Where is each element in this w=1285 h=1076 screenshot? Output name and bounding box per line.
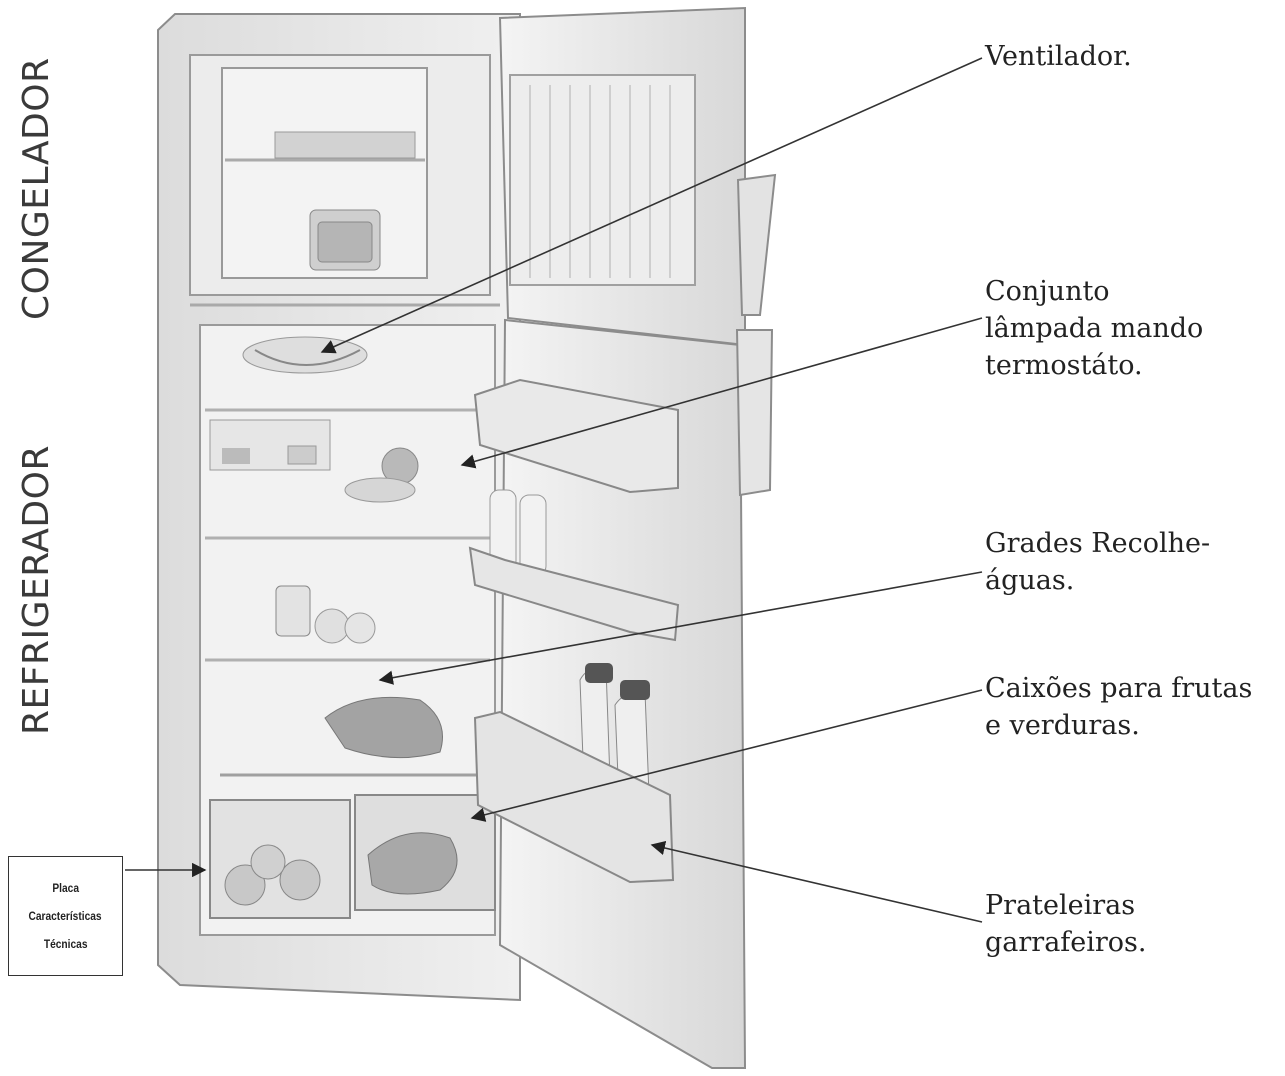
callout-grades-line-1: Grades Recolhe- (985, 528, 1211, 559)
callout-prateleiras-line-1: Prateleiras (985, 890, 1136, 921)
callout-conjunto-line-3: termostáto. (985, 350, 1143, 381)
placa-line-1: Placa (52, 881, 79, 895)
callout-prateleiras-line-2: garrafeiros. (985, 927, 1147, 958)
callout-ventilador-line-1: Ventilador. (985, 41, 1132, 72)
callout-conjunto-lampada: Conjunto lâmpada mando termostáto. (985, 273, 1203, 384)
freezer-compartment (221, 67, 428, 279)
callout-conjunto-line-2: lâmpada mando (985, 313, 1204, 344)
callout-caixoes-line-1: Caixões para frutas (985, 673, 1253, 704)
callout-caixoes-line-2: e verduras. (985, 710, 1140, 741)
freezer-door (498, 6, 777, 347)
callout-prateleiras-garrafeiros: Prateleiras garrafeiros. (985, 887, 1147, 961)
placa-caracteristicas-box: Placa Características Técnicas (8, 856, 123, 976)
fridge-section-label: REFRIGERADOR (16, 445, 57, 735)
leader-line-ventilador (320, 57, 983, 354)
callout-grades-line-2: águas. (985, 565, 1075, 596)
leader-line-grades (378, 571, 983, 685)
callout-grades-recolhe-aguas: Grades Recolhe- águas. (985, 525, 1210, 599)
callout-ventilador: Ventilador. (985, 38, 1132, 75)
leader-lines (125, 57, 983, 923)
callout-caixoes-frutas: Caixões para frutas e verduras. (985, 670, 1252, 744)
leader-line-conjunto (460, 317, 983, 469)
placa-line-3: Técnicas (43, 937, 88, 951)
leader-line-caixoes (470, 689, 983, 822)
callout-conjunto-line-1: Conjunto (985, 276, 1110, 307)
fridge-interior (205, 336, 496, 919)
fridge-door (468, 318, 774, 1069)
leader-line-prateleiras (650, 840, 983, 923)
freezer-section-label: CONGELADOR (16, 57, 57, 320)
placa-line-2: Características (28, 909, 103, 923)
